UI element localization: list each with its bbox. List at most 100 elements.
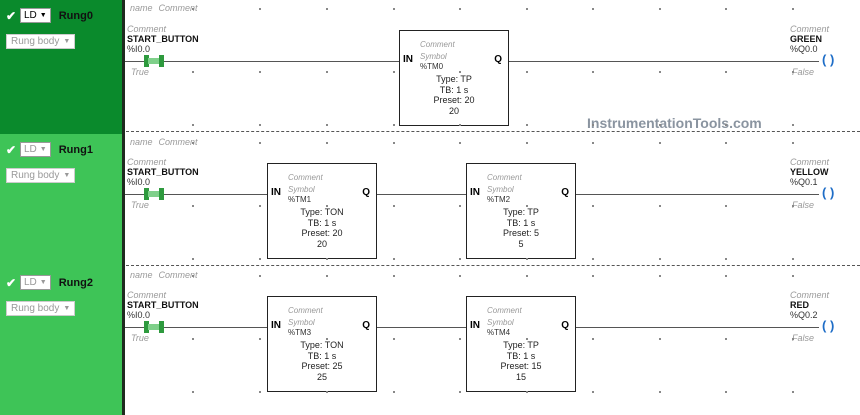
coil-yellow[interactable]: ( ) [822, 185, 835, 200]
rung-divider [122, 267, 125, 415]
wire [576, 327, 819, 328]
grid-dot [792, 124, 794, 126]
grid-dot [659, 338, 661, 340]
rung-body-dropdown[interactable]: Rung body▼ [6, 168, 76, 183]
coil-address: %Q0.2 [790, 310, 818, 320]
contact-state: True [131, 67, 149, 77]
grid-dot [259, 258, 261, 260]
language-dropdown[interactable]: LD▼ [20, 275, 51, 290]
grid-dot [659, 275, 661, 277]
grid-dot [259, 142, 261, 144]
grid-dot [259, 71, 261, 73]
grid-dot [192, 124, 194, 126]
grid-dot [792, 8, 794, 10]
grid-dot [526, 142, 528, 144]
grid-dot [326, 258, 328, 260]
wire [576, 194, 819, 195]
rung-divider [122, 134, 125, 267]
grid-dot [725, 338, 727, 340]
grid-dot [725, 8, 727, 10]
coil-green[interactable]: ( ) [822, 52, 835, 67]
coil-address: %Q0.0 [790, 44, 818, 54]
rung-divider [122, 0, 125, 134]
chevron-down-icon: ▼ [63, 305, 71, 312]
grid-dot [659, 142, 661, 144]
grid-dot [326, 71, 328, 73]
checkmark-icon[interactable]: ✔ [6, 275, 17, 290]
grid-dot [459, 275, 461, 277]
grid-dot [259, 205, 261, 207]
contact-start-button[interactable] [144, 188, 164, 200]
contact-start-button[interactable] [144, 321, 164, 333]
timer-params: Type: TP TB: 1 s Preset: 20 20 [433, 74, 475, 116]
grid-dot [326, 338, 328, 340]
grid-dot [459, 258, 461, 260]
coil-state: False [792, 200, 815, 210]
rung-body-dropdown[interactable]: Rung body▼ [6, 34, 76, 49]
contact-comment: Comment [127, 290, 167, 300]
grid-dot [326, 8, 328, 10]
watermark: InstrumentationTools.com [587, 115, 762, 131]
coil-state: False [792, 67, 815, 77]
coil-address: %Q0.1 [790, 177, 818, 187]
grid-dot [459, 391, 461, 393]
timer-params: Type: TON TB: 1 s Preset: 25 25 [300, 340, 344, 382]
timer-block-tm0[interactable]: Comment IN Symbol Q %TM0 Type: TP TB: 1 … [399, 30, 509, 126]
wire [509, 61, 819, 62]
grid-dot [459, 338, 461, 340]
grid-dot [326, 142, 328, 144]
grid-dot [192, 71, 194, 73]
contact-state: True [131, 200, 149, 210]
grid-dot [326, 205, 328, 207]
grid-dot [393, 391, 395, 393]
rung-separator [126, 131, 860, 132]
checkmark-icon[interactable]: ✔ [6, 142, 17, 157]
rung-body-dropdown[interactable]: Rung body▼ [6, 301, 76, 316]
chevron-down-icon: ▼ [39, 12, 47, 19]
grid-dot [192, 258, 194, 260]
timer-block-tm4[interactable]: Comment IN Symbol Q %TM4 Type: TP TB: 1 … [466, 296, 576, 392]
wire [164, 194, 268, 195]
timer-block-tm2[interactable]: Comment IN Symbol Q %TM2 Type: TP TB: 1 … [466, 163, 576, 259]
grid-dot [792, 205, 794, 207]
grid-dot [792, 391, 794, 393]
grid-dot [526, 124, 528, 126]
grid-dot [725, 205, 727, 207]
chevron-down-icon: ▼ [39, 279, 47, 286]
grid-dot [459, 205, 461, 207]
grid-dot [259, 124, 261, 126]
rung-sidebar: ✔ LD▼ Rung2 Rung body▼ [0, 267, 122, 415]
timer-params: Type: TP TB: 1 s Preset: 15 15 [500, 340, 542, 382]
contact-comment: Comment [127, 157, 167, 167]
timer-block-tm1[interactable]: Comment IN Symbol Q %TM1 Type: TON TB: 1… [267, 163, 377, 259]
coil-red[interactable]: ( ) [822, 318, 835, 333]
grid-dot [659, 71, 661, 73]
grid-dot [459, 71, 461, 73]
grid-dot [592, 142, 594, 144]
grid-dot [326, 275, 328, 277]
rung-name: Rung2 [58, 276, 93, 289]
contact-symbol: START_BUTTON [127, 34, 199, 44]
wire [125, 194, 144, 195]
grid-dot [192, 391, 194, 393]
language-dropdown[interactable]: LD▼ [20, 8, 51, 23]
coil-symbol: GREEN [790, 34, 823, 44]
grid-dot [192, 338, 194, 340]
grid-dot [259, 8, 261, 10]
language-dropdown[interactable]: LD▼ [20, 142, 51, 157]
grid-dot [393, 71, 395, 73]
timer-params: Type: TP TB: 1 s Preset: 5 5 [502, 207, 540, 249]
contact-start-button[interactable] [144, 55, 164, 67]
contact-symbol: START_BUTTON [127, 300, 199, 310]
checkmark-icon[interactable]: ✔ [6, 8, 17, 23]
grid-dot [659, 124, 661, 126]
grid-dot [592, 71, 594, 73]
timer-block-tm3[interactable]: Comment IN Symbol Q %TM3 Type: TON TB: 1… [267, 296, 377, 392]
contact-address: %I0.0 [127, 177, 151, 187]
